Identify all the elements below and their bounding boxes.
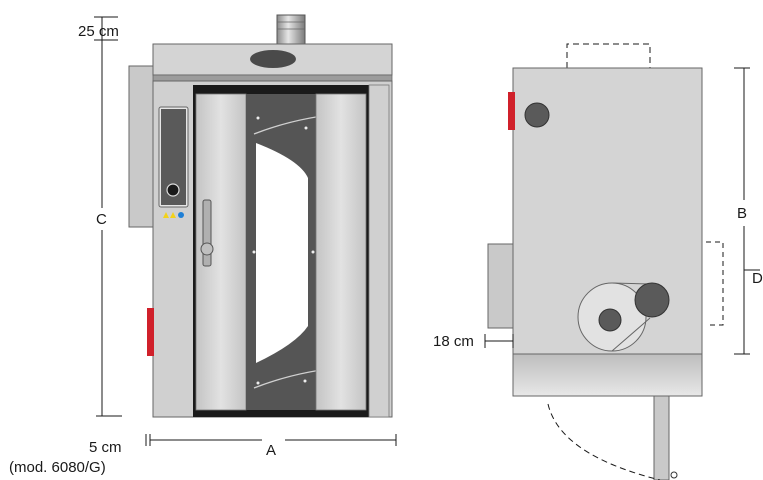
indicator-light-yellow-1 bbox=[163, 212, 169, 218]
model-note: (mod. 6080/G) bbox=[9, 459, 106, 476]
control-knob bbox=[166, 183, 180, 197]
side-panel bbox=[128, 65, 155, 228]
front-dimensions bbox=[94, 16, 397, 446]
width-label-a: A bbox=[266, 442, 276, 459]
rear-box bbox=[487, 243, 514, 329]
door-swing-arc bbox=[547, 403, 661, 480]
door-handle bbox=[202, 199, 212, 267]
bottom-clearance-label: 18 cm bbox=[433, 333, 474, 350]
partial-height-label-d: D bbox=[752, 270, 763, 287]
support-pole bbox=[653, 395, 670, 480]
side-view bbox=[487, 43, 724, 480]
motor-drive bbox=[634, 282, 670, 318]
top-clearance-label: 25 cm bbox=[78, 23, 119, 40]
side-base bbox=[512, 353, 703, 397]
side-dimensions bbox=[484, 67, 760, 355]
chimney bbox=[276, 14, 306, 46]
vent-oval bbox=[250, 50, 296, 68]
height-label-c: C bbox=[96, 211, 107, 228]
red-indicator-side bbox=[508, 92, 515, 130]
side-round-fitting bbox=[524, 102, 550, 128]
indicator-light-blue bbox=[178, 212, 184, 218]
door-window bbox=[256, 143, 308, 363]
red-indicator-front bbox=[147, 308, 154, 356]
front-view bbox=[128, 14, 393, 418]
indicator-light-yellow-2 bbox=[170, 212, 176, 218]
depth-label-b: B bbox=[737, 205, 747, 222]
door-right bbox=[315, 93, 367, 411]
motor-pulley bbox=[598, 308, 622, 332]
side-clearance-label: 5 cm bbox=[89, 439, 122, 456]
